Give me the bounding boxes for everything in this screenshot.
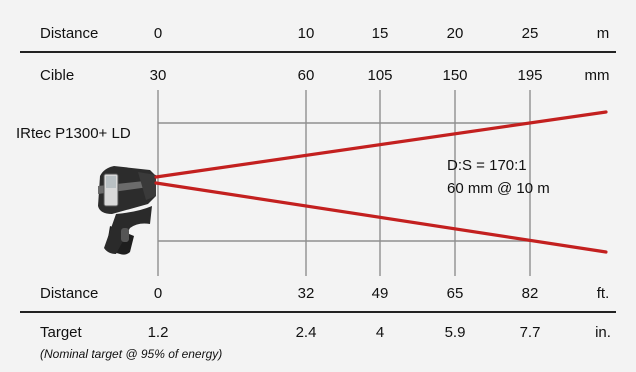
vertical-gridlines (157, 90, 531, 276)
top-target-value: 150 (442, 67, 467, 84)
spot-size-at-distance: 60 mm @ 10 m (447, 180, 550, 197)
top-distance-label: Distance (40, 25, 98, 42)
top-target-value: 195 (517, 67, 542, 84)
top-target-value: 60 (298, 67, 315, 84)
bottom-target-value: 4 (376, 324, 384, 341)
lower-beam-line (154, 181, 608, 254)
top-distance-value: 15 (372, 25, 389, 42)
footnote: (Nominal target @ 95% of energy) (40, 347, 222, 361)
bottom-target-value: 2.4 (296, 324, 317, 341)
distance-to-spot-ratio: D:S = 170:1 (447, 157, 527, 174)
device-name: IRtec P1300+ LD (16, 125, 131, 142)
top-target-label: Cible (40, 67, 74, 84)
top-distance-value: 20 (447, 25, 464, 42)
top-target-value: 30 (150, 67, 167, 84)
top-distance-value: 25 (522, 25, 539, 42)
bottom-target-label: Target (40, 324, 83, 341)
top-distance-value: 10 (298, 25, 315, 42)
bottom-distance-value: 82 (522, 285, 539, 302)
bottom-target-value: 7.7 (520, 324, 541, 341)
bottom-distance-value: 32 (298, 285, 315, 302)
bottom-distance-value: 0 (154, 285, 162, 302)
top-target-unit: mm (585, 67, 610, 84)
bottom-distance-value: 49 (372, 285, 389, 302)
bottom-target-value: 5.9 (445, 324, 466, 341)
top-distance-value: 0 (154, 25, 162, 42)
top-distance-unit: m (597, 25, 610, 42)
upper-beam-line (154, 110, 608, 179)
bottom-distance-unit: ft. (597, 285, 610, 302)
bottom-distance-value: 65 (447, 285, 464, 302)
bottom-distance-label: Distance (40, 285, 98, 302)
bottom-target-unit: in. (595, 324, 611, 341)
top-target-value: 105 (367, 67, 392, 84)
ir-thermometer-icon (98, 166, 156, 255)
bottom-target-value: 1.2 (148, 324, 169, 341)
